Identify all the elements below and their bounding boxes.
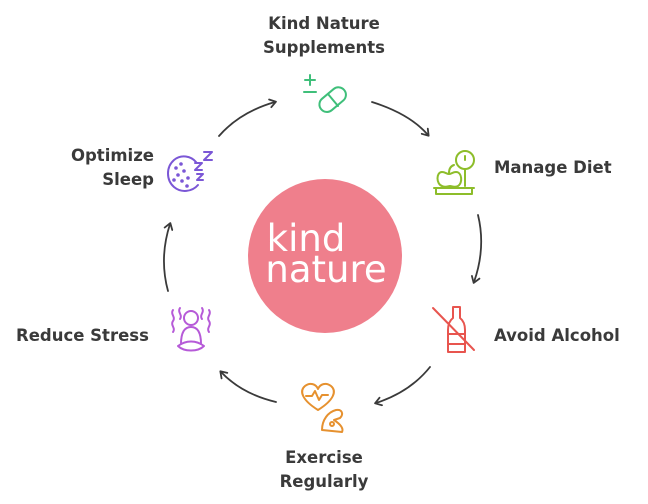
label-exercise: Exercise Regularly [254,446,394,494]
center-logo: kind nature [248,179,402,333]
center-circle [248,179,402,333]
label-diet-line1: Manage Diet [494,158,612,177]
label-supplements-line2: Supplements [263,38,385,57]
label-stress: Reduce Stress [16,324,149,348]
arrow-stress-to-sleep [163,222,174,292]
arrow-supplements-to-diet [371,101,430,137]
label-alcohol: Avoid Alcohol [494,324,620,348]
label-sleep-line1: Optimize [70,146,154,165]
label-exercise-line1: Exercise [285,448,363,467]
label-alcohol-line1: Avoid Alcohol [494,326,620,345]
no-bottle-icon [432,306,475,353]
arrow-sleep-to-supplements [218,98,277,137]
label-supplements-line1: Kind Nature [268,14,380,33]
cycle-arrows [163,98,483,407]
label-diet: Manage Diet [494,156,612,180]
label-supplements: Kind Nature Supplements [254,12,394,60]
arrow-alcohol-to-exercise [374,366,431,407]
label-exercise-line2: Regularly [279,472,369,491]
meditation-icon [171,307,211,352]
sleep-moon-icon [167,151,213,192]
heart-muscle-icon [301,382,344,433]
label-sleep-line2: Sleep [102,170,154,189]
arrow-diet-to-alcohol [470,214,483,284]
pill-plus-minus-icon [303,74,347,113]
label-sleep: Optimize Sleep [54,144,154,192]
arrow-exercise-to-stress [219,370,277,403]
label-stress-line1: Reduce Stress [16,326,149,345]
scale-apple-icon [433,150,475,195]
center-text-line1: kind [267,217,346,260]
center-text-line2: nature [265,248,386,291]
